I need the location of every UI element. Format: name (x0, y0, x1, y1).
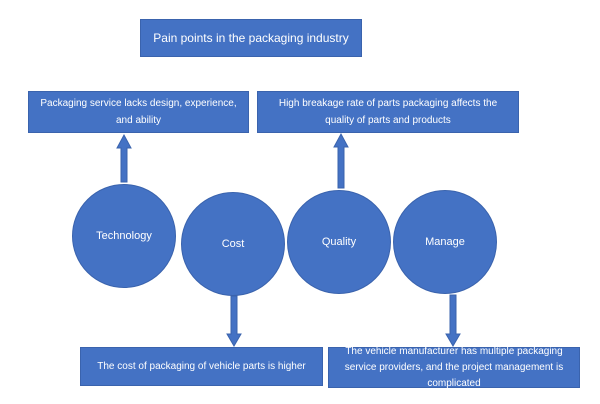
quality-label: Quality (321, 236, 357, 248)
technology-pain-point-text: Packaging service lacks design, experien… (40, 98, 237, 126)
quality-up-arrow (333, 132, 349, 189)
technology-up-arrow (116, 133, 132, 183)
quality-circle: Quality (287, 190, 391, 294)
diagram-title: Pain points in the packaging industry (153, 30, 349, 45)
quality-pain-point-box: High breakage rate of parts packaging af… (257, 91, 519, 133)
quality-pain-point-text: High breakage rate of parts packaging af… (278, 98, 498, 126)
cost-label: Cost (221, 238, 245, 250)
manage-label: Manage (425, 236, 465, 248)
technology-label: Technology (96, 230, 152, 242)
cost-down-arrow (226, 295, 242, 347)
manage-pain-point-text: The vehicle manufacturer has multiple pa… (344, 345, 564, 389)
diagram-title-box: Pain points in the packaging industry (140, 19, 362, 57)
technology-pain-point-box: Packaging service lacks design, experien… (28, 91, 249, 133)
manage-pain-point-box: The vehicle manufacturer has multiple pa… (328, 346, 580, 389)
cost-pain-point-text: The cost of packaging of vehicle parts i… (97, 361, 306, 372)
cost-pain-point-box: The cost of packaging of vehicle parts i… (80, 347, 323, 386)
technology-circle: Technology (72, 184, 176, 288)
manage-down-arrow (445, 294, 461, 347)
manage-circle: Manage (393, 190, 497, 294)
cost-circle: Cost (181, 192, 285, 296)
